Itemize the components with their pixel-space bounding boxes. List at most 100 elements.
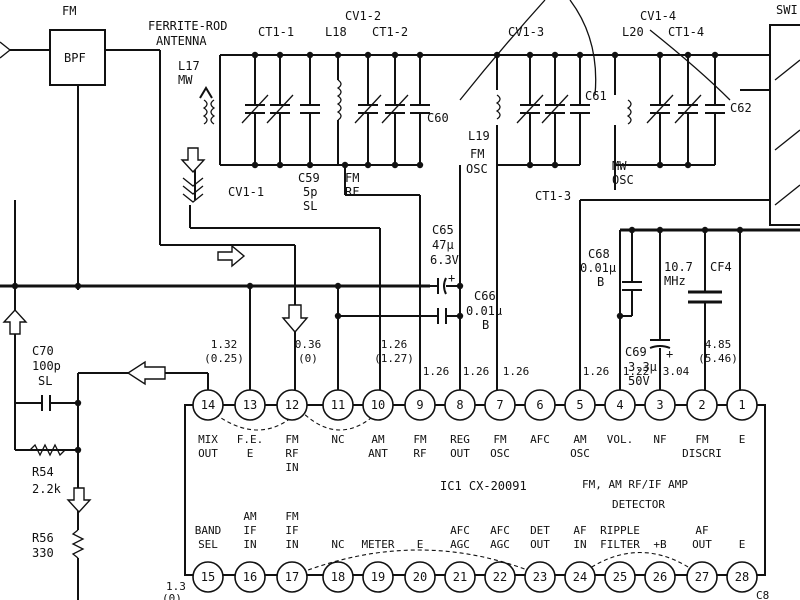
pin-label: NC (331, 433, 344, 446)
pin-label: E (739, 433, 746, 446)
up-arrow-icon (2, 308, 28, 335)
l19-ref: L19 (468, 129, 490, 143)
pin-circle (444, 561, 476, 593)
pin-number: 17 (285, 570, 299, 584)
pin-label: IN (573, 538, 586, 551)
pin-label: AGC (490, 538, 510, 551)
pin-label: E (739, 538, 746, 551)
pin-label: RF (285, 447, 298, 460)
l19-2: OSC (466, 162, 488, 176)
r54-val: 2.2k (32, 482, 62, 496)
down-arrow-icon (180, 147, 206, 174)
pin-circle (726, 561, 758, 593)
junction-dot (74, 282, 82, 290)
pin-circle (604, 561, 636, 593)
bpf-header: FM (62, 4, 76, 18)
pin-circle (404, 561, 436, 593)
pin-label: FM (493, 433, 507, 446)
pin-label: RF (413, 447, 426, 460)
pin-number: 18 (331, 570, 345, 584)
c69-ref: C69 (625, 345, 647, 359)
voltage-p5: 1.26 (583, 365, 610, 378)
junction-dot (334, 51, 342, 59)
pin-label: IN (285, 461, 298, 474)
pin-number: 13 (243, 398, 257, 412)
junction-dot (551, 51, 559, 59)
cf4-label: CF4 (710, 260, 732, 274)
ic-title: IC1 CX-20091 (440, 479, 527, 493)
pin-number: 12 (285, 398, 299, 412)
pin-circle (564, 389, 596, 421)
pin-label: FILTER (600, 538, 640, 551)
voltage-value: 3.04 (663, 365, 690, 378)
pin-label: AGC (450, 538, 470, 551)
tuning-caps-group (241, 0, 731, 190)
junction-dot (11, 282, 19, 290)
pin-circle (644, 389, 676, 421)
junction-dot (251, 161, 259, 169)
pin-label: BAND (195, 524, 222, 537)
pin-label: AM (371, 433, 385, 446)
voltage-p10: 1.26(1.27) (374, 338, 414, 365)
c66-ref: C66 (474, 289, 496, 303)
junction-dot (628, 226, 636, 234)
pin-number: 4 (616, 398, 623, 412)
c70-ref: C70 (32, 344, 54, 358)
pin-circle (484, 389, 516, 421)
bpf-label: BPF (64, 51, 86, 65)
pin-label: E (247, 447, 254, 460)
pin-number: 21 (453, 570, 467, 584)
bpf-section: FM BPF (0, 4, 296, 320)
voltage-value: 1.26 (583, 365, 610, 378)
junction-dot (684, 51, 692, 59)
voltage-value: 0.36 (295, 338, 322, 351)
junction-dot (456, 282, 464, 290)
c66-type: B (482, 318, 489, 332)
junction-dot (246, 282, 254, 290)
pin-number: 22 (493, 570, 507, 584)
pin-number: 24 (573, 570, 587, 584)
pin-label: AFC (530, 433, 550, 446)
c65-capacitor: + (430, 271, 460, 295)
junction-dot (493, 51, 501, 59)
ferrite-icon (199, 86, 213, 99)
junction-dot (576, 51, 584, 59)
pin-label: OUT (450, 447, 470, 460)
pin-circle (234, 389, 266, 421)
voltage-value: 4.85 (705, 338, 732, 351)
bottom-right-label: C8 (756, 589, 769, 600)
pin-circle (322, 561, 354, 593)
ct1-2-label: CT1-2 (372, 25, 408, 39)
pin-label: OUT (692, 538, 712, 551)
pin-number: 5 (576, 398, 583, 412)
pin-circle (192, 561, 224, 593)
fm-rf-1: FM (345, 171, 359, 185)
down-arrow-3-icon (281, 304, 309, 334)
ic-pin-3: 3NF (644, 389, 676, 446)
c68-val: 0.01µ (580, 261, 616, 275)
voltage-value-alt: (0) (298, 352, 318, 365)
pin-circle (362, 389, 394, 421)
pin-number: 2 (698, 398, 705, 412)
c70-type: SL (38, 374, 52, 388)
voltage-p12: 0.36(0) (295, 338, 322, 365)
voltage-p4: 1.22 (623, 365, 650, 378)
ct1-1-label: CT1-1 (258, 25, 294, 39)
pin-label: RIPPLE (600, 524, 640, 537)
ic-pin-28: 28E (726, 538, 758, 593)
junction-dot (656, 51, 664, 59)
pin-circle (484, 561, 516, 593)
pin-label: AM (243, 510, 257, 523)
voltage-p7: 1.26 (503, 365, 530, 378)
fm-rf-2: RF (345, 185, 359, 199)
c59-type: SL (303, 199, 317, 213)
pin-circle (276, 561, 308, 593)
pin-circle (234, 561, 266, 593)
pin15-voltage: 1.3 (166, 580, 186, 593)
c61-label: C61 (585, 89, 607, 103)
